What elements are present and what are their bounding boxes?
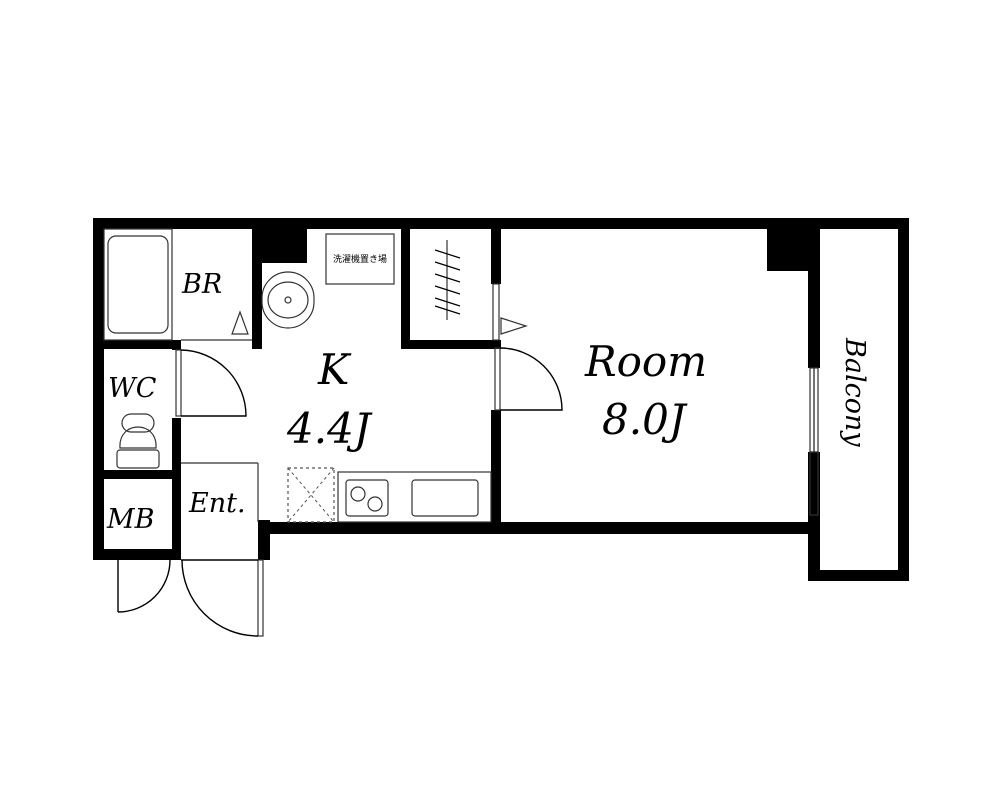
- label-laundry: 洗濯機置き場: [333, 253, 387, 265]
- closet-door-leaf: [492, 283, 500, 341]
- label-room-size: 8.0J: [602, 395, 688, 444]
- label-room: Room: [584, 337, 707, 386]
- wc-door-swing: [180, 349, 247, 417]
- wall-top: [93, 218, 820, 229]
- sink: [411, 479, 479, 517]
- toilet-tank: [116, 449, 160, 469]
- label-mb: MB: [106, 504, 155, 535]
- bathtub-outer: [103, 228, 173, 341]
- washbasin-drain: [284, 296, 292, 304]
- wall-wc-right: [172, 340, 181, 350]
- fixtures: [103, 228, 492, 523]
- balcony-right: [898, 218, 909, 581]
- wall-wc-mb: [93, 470, 181, 479]
- wall-k-room-mid: [491, 340, 501, 348]
- label-br: BR: [181, 269, 222, 300]
- wall-bottom-main: [258, 522, 810, 534]
- washbasin-outline: [261, 271, 315, 329]
- burner-right: [367, 496, 383, 512]
- drain-icon: [231, 310, 249, 335]
- hanger-icons: [434, 249, 461, 315]
- wall-mb-right: [172, 470, 181, 560]
- balcony-window-3: [809, 451, 819, 516]
- wall-k-room: [491, 229, 501, 284]
- label-balcony: Balcony: [839, 337, 870, 447]
- label-entrance: Ent.: [188, 488, 246, 519]
- wall-closet-left: [401, 229, 410, 349]
- kitchen-counter: [337, 471, 492, 523]
- washbasin-bowl: [267, 281, 309, 319]
- toilet-seat: [121, 413, 155, 433]
- pillar-kitchen: [252, 229, 307, 263]
- closet-door-pull: [500, 317, 528, 335]
- label-wc: WC: [108, 373, 157, 404]
- room-door-leaf: [494, 347, 501, 411]
- mb-door-swing: [117, 559, 171, 613]
- balcony-left-lower: [808, 515, 820, 581]
- toilet-bowl: [119, 426, 157, 449]
- wall-left: [93, 218, 104, 560]
- wc-door-leaf: [175, 349, 182, 417]
- wall-br-wc: [93, 340, 181, 349]
- walls: [93, 218, 909, 581]
- label-kitchen: K: [317, 345, 352, 394]
- balcony-window-2: [813, 367, 819, 453]
- burner-left: [350, 486, 366, 502]
- wall-room-right: [808, 218, 820, 368]
- stove: [345, 479, 389, 517]
- fridge-space: [287, 467, 335, 523]
- balcony-top: [808, 218, 909, 229]
- room-door-swing: [499, 347, 563, 411]
- wall-k-room-low: [491, 410, 501, 534]
- label-kitchen-size: 4.4J: [286, 404, 373, 453]
- balcony-bottom: [808, 570, 909, 581]
- wall-wc-right-low: [172, 418, 181, 479]
- bathtub-inner: [107, 235, 169, 334]
- laundry-space: [325, 233, 395, 285]
- doors: [117, 283, 819, 637]
- pillar-room: [767, 229, 809, 271]
- wall-br-right: [252, 229, 262, 349]
- wall-bottom-left: [93, 549, 181, 560]
- wall-closet-bottom: [401, 340, 501, 349]
- entrance-door-leaf: [257, 559, 264, 637]
- entrance-door-swing: [181, 559, 259, 637]
- wall-room-right-lower: [808, 452, 820, 534]
